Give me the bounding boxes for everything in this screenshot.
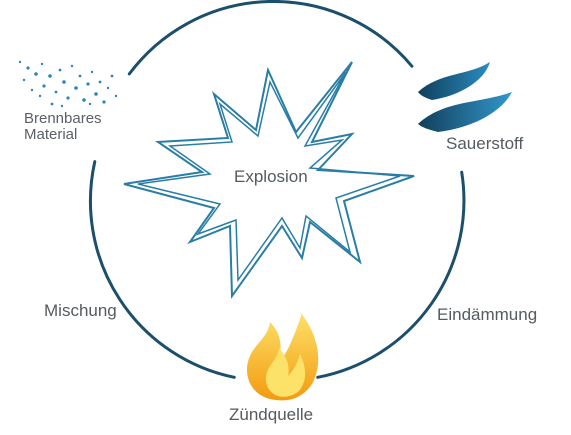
label-sauerstoff: Sauerstoff: [446, 134, 524, 153]
label-material-line1: Brennbares: [24, 110, 102, 127]
arc-right: [316, 170, 466, 379]
label-eindaemmung: Eindämmung: [437, 305, 538, 324]
label-material-line2: Material: [24, 126, 78, 143]
oxygen-waves-icon: [418, 62, 512, 132]
flame-icon: [246, 312, 319, 401]
arc-top: [127, 0, 414, 76]
label-brennbares-material: Brennbares Material: [24, 111, 102, 143]
label-zuendquelle: Zündquelle: [229, 405, 314, 424]
label-mischung: Mischung: [44, 301, 117, 320]
dust-particles-icon: [18, 60, 118, 108]
cycle-circle: [88, 0, 466, 379]
explosion-burst-inner: [137, 71, 401, 283]
label-explosion: Explosion: [234, 167, 308, 186]
arc-left: [88, 160, 236, 379]
